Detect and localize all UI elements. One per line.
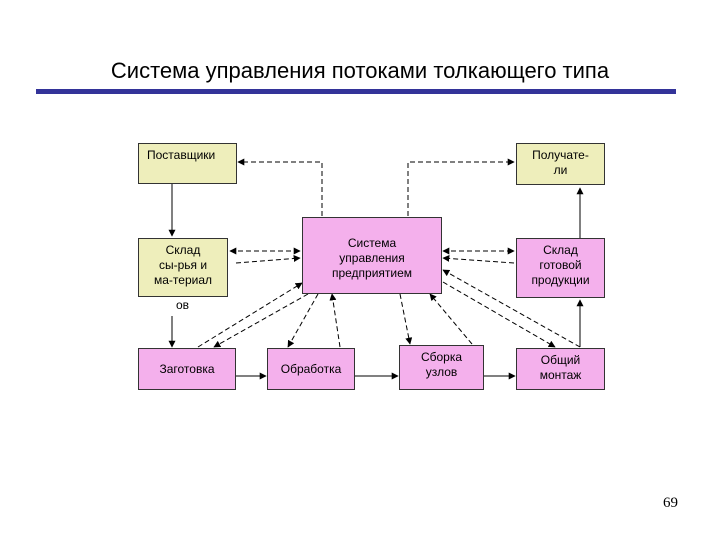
material-flow-arrows bbox=[168, 184, 584, 380]
node-processing-line: Обработка bbox=[280, 361, 342, 376]
info-erp-to-processing bbox=[287, 293, 319, 348]
node-finished-storage: Склад готовой продукции bbox=[516, 238, 605, 298]
page-number: 69 bbox=[663, 495, 678, 511]
node-raw-storage: Склад сы-рья и ма-териал bbox=[138, 238, 228, 297]
node-finished-storage-line-1: Склад bbox=[543, 243, 578, 257]
node-raw-storage-overflow: ов bbox=[176, 298, 190, 312]
node-final-assembly-line-1: Общий bbox=[540, 353, 581, 367]
node-finished-storage-line-3: продукции bbox=[531, 273, 590, 287]
info-erp-to-receivers bbox=[407, 158, 515, 216]
node-processing: Обработка bbox=[267, 348, 355, 390]
node-erp-line-1: Система bbox=[347, 236, 397, 250]
node-finished-storage-line-2: готовой bbox=[539, 258, 582, 272]
node-raw-storage-line-3: ма-териал bbox=[153, 273, 212, 287]
info-assembly-to-erp bbox=[429, 293, 473, 345]
info-raw-storage-to-erp bbox=[235, 255, 301, 264]
node-blank-line: Заготовка bbox=[159, 361, 215, 376]
node-receivers-line-1: Получате- bbox=[532, 148, 589, 162]
information-flow-arrows bbox=[197, 158, 581, 348]
node-final-assembly-line-2: монтаж bbox=[539, 368, 582, 382]
info-finished-storage-to-erp bbox=[442, 254, 515, 264]
node-raw-storage-line-1: Склад bbox=[165, 243, 201, 257]
node-receivers-line-2: ли bbox=[553, 163, 568, 177]
info-erp-to-assembly bbox=[399, 293, 413, 345]
info-erp-to-blank bbox=[213, 293, 309, 348]
node-assembly-line-1: Сборка bbox=[420, 350, 463, 364]
info-blank-to-erp bbox=[197, 282, 303, 348]
node-erp-line-3: предприятием bbox=[331, 266, 413, 280]
node-suppliers-line: Поставщики bbox=[147, 148, 216, 162]
info-final-to-erp bbox=[442, 269, 581, 348]
node-blank: Заготовка bbox=[138, 348, 236, 390]
node-final-assembly: Общий монтаж bbox=[516, 348, 605, 390]
info-erp-to-suppliers bbox=[237, 158, 323, 216]
info-processing-to-erp bbox=[329, 293, 341, 348]
node-assembly-line-2: узлов bbox=[425, 365, 458, 379]
node-erp: Система управления предприятием bbox=[302, 217, 442, 294]
node-assembly: Сборка узлов bbox=[399, 345, 484, 390]
node-raw-storage-line-2: сы-рья и bbox=[158, 258, 208, 272]
info-erp-to-final bbox=[442, 281, 556, 348]
node-erp-line-2: управления bbox=[339, 251, 405, 265]
node-receivers: Получате- ли bbox=[516, 143, 605, 185]
title-underline bbox=[36, 89, 676, 94]
page-title: Система управления потоками толкающего т… bbox=[110, 58, 610, 83]
node-suppliers: Поставщики bbox=[138, 143, 237, 184]
